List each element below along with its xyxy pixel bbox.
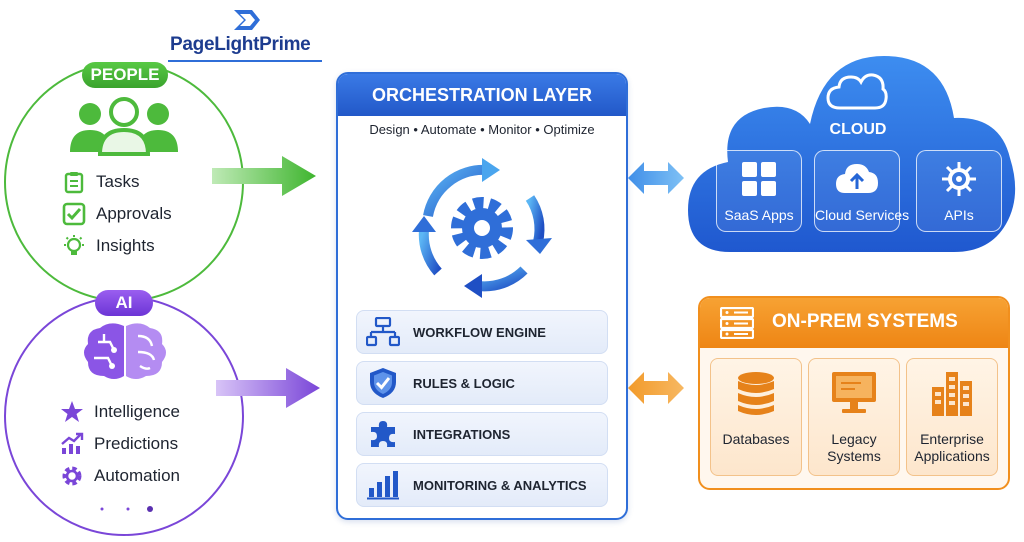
bar-chart-icon [367, 471, 399, 500]
people-item-tasks: Tasks [62, 170, 139, 194]
onprem-item-legacy-systems: Legacy Systems [808, 358, 900, 476]
puzzle-icon [371, 421, 395, 447]
ai-arrow-icon [216, 368, 320, 408]
logo-chevron-icon [234, 10, 260, 30]
gear-icon [62, 466, 82, 486]
ai-item-label: Automation [94, 466, 180, 485]
orchestration-item-label: WORKFLOW ENGINE [413, 324, 546, 340]
cloud-item-label: SaaS Apps [724, 207, 794, 223]
orchestration-item-workflow-engine: WORKFLOW ENGINE [356, 310, 608, 354]
ai-item-automation: Automation [60, 464, 180, 488]
database-icon [738, 372, 774, 415]
star-icon [61, 401, 83, 422]
monitor-icon [832, 372, 876, 413]
onprem-item-label: Databases [722, 431, 790, 447]
people-group-icon [70, 97, 178, 156]
orchestration-subtitle: Design • Automate • Monitor • Optimize [369, 122, 595, 137]
onprem-double-arrow-icon [628, 372, 684, 404]
lightbulb-icon [64, 235, 84, 255]
ai-item-predictions: Predictions [60, 432, 178, 456]
people-item-insights: Insights [62, 234, 155, 258]
cloud-outline-icon [826, 73, 888, 110]
people-item-approvals: Approvals [62, 202, 172, 226]
onprem-label: ON-PREM SYSTEMS [772, 311, 958, 332]
orchestration-item-label: MONITORING & ANALYTICS [413, 477, 587, 493]
checkbox-icon [62, 202, 86, 226]
brand-logo: PageLightPrime [168, 6, 330, 66]
onprem-header: ON-PREM SYSTEMS [700, 298, 1008, 348]
orchestration-title: ORCHESTRATION LAYER [338, 74, 626, 116]
brand-logo-text: PageLightPrime [170, 34, 311, 55]
people-item-label: Insights [96, 236, 155, 255]
ai-item-intelligence: Intelligence [60, 400, 180, 424]
cloud-upload-icon [836, 164, 878, 193]
people-arrow-icon [212, 156, 316, 196]
onprem-panel: ON-PREM SYSTEMS Databases Legacy Systems [698, 296, 1010, 490]
cloud-item-apis: APIs [916, 150, 1002, 232]
trend-chart-icon [61, 432, 84, 454]
cloud-item-cloud-services: Cloud Services [814, 150, 910, 232]
cloud-item-label: Cloud Services [815, 207, 910, 223]
orchestration-item-integrations: INTEGRATIONS [356, 412, 608, 456]
clipboard-icon [64, 172, 84, 194]
ai-label: AI [95, 290, 153, 316]
workflow-icon [366, 317, 400, 347]
cloud-shape [688, 56, 1016, 252]
orchestration-panel: ORCHESTRATION LAYER Design • Automate • … [336, 72, 628, 520]
grid-icon [742, 162, 776, 196]
ai-dots-decoration [100, 506, 153, 512]
orchestration-item-label: INTEGRATIONS [413, 426, 511, 442]
ai-item-label: Intelligence [94, 402, 181, 421]
onprem-item-enterprise-applications: Enterprise Applications [906, 358, 998, 476]
cloud-double-arrow-icon [628, 162, 684, 194]
people-item-label: Tasks [96, 172, 140, 191]
people-item-label: Approvals [96, 204, 172, 223]
api-gear-icon [942, 162, 976, 196]
buildings-icon [932, 372, 972, 416]
onprem-item-databases: Databases [710, 358, 802, 476]
ai-item-label: Predictions [94, 434, 179, 453]
orchestration-cycle-icon [412, 158, 552, 298]
server-rack-icon [720, 307, 754, 339]
cloud-label: CLOUD [829, 121, 887, 138]
orchestration-item-monitoring-analytics: MONITORING & ANALYTICS [356, 463, 608, 507]
cloud-item-label: APIs [944, 207, 974, 223]
orchestration-item-rules-logic: RULES & LOGIC [356, 361, 608, 405]
shield-check-icon [370, 368, 396, 398]
cloud-item-saas-apps: SaaS Apps [716, 150, 802, 232]
onprem-item-label: Legacy Systems [827, 431, 881, 464]
onprem-item-label: Enterprise Applications [914, 431, 990, 464]
people-label: PEOPLE [82, 62, 168, 88]
ai-brain-icon [84, 323, 166, 379]
brand-underline [168, 60, 322, 62]
orchestration-item-label: RULES & LOGIC [413, 375, 515, 391]
